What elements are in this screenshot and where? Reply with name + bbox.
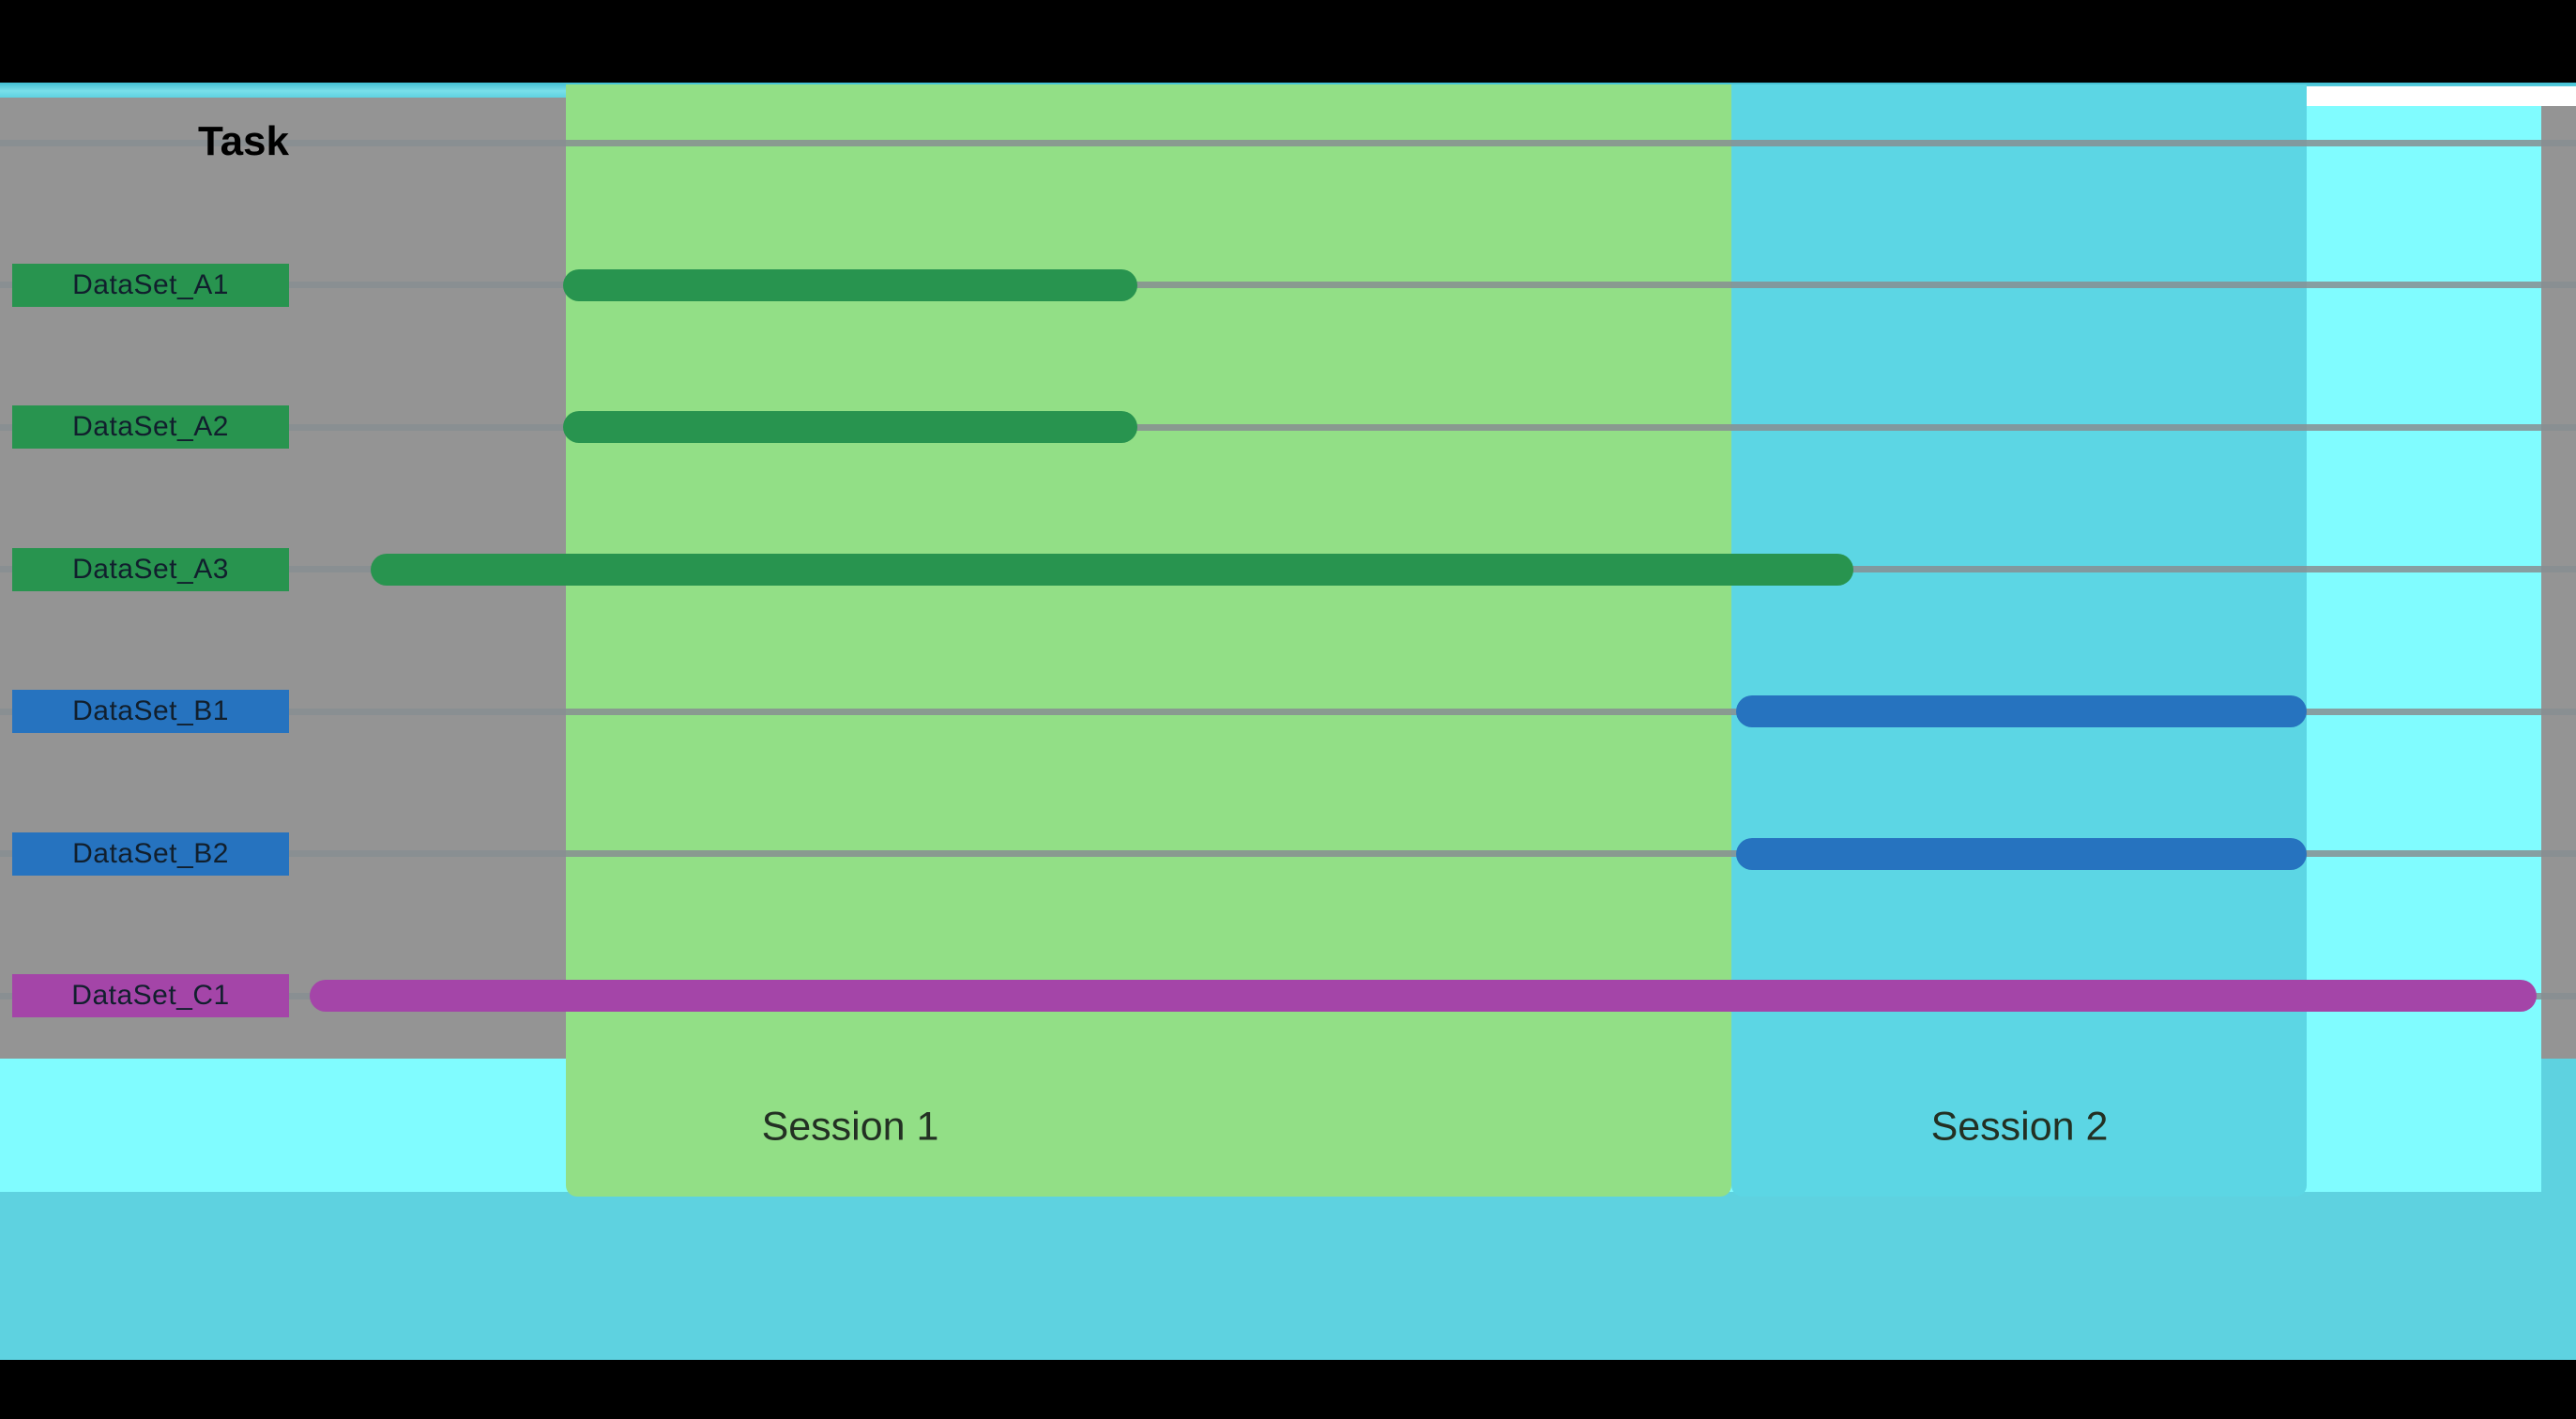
- highlight-band: [2307, 106, 2541, 1185]
- gantt-bar-DataSet_B1[interactable]: [1736, 695, 2307, 727]
- y-tick-label-DataSet_A2: DataSet_A2: [12, 405, 289, 449]
- gridline: [0, 139, 2576, 146]
- y-tick-label-DataSet_C1: DataSet_C1: [12, 974, 289, 1017]
- y-tick-label-DataSet_B2: DataSet_B2: [12, 832, 289, 876]
- y-tick-label-DataSet_A1: DataSet_A1: [12, 263, 289, 307]
- gridline: [0, 423, 2576, 431]
- gantt-bar-DataSet_A2[interactable]: [563, 411, 1137, 443]
- gantt-bar-DataSet_A3[interactable]: [371, 553, 1853, 586]
- session-band-2: [1731, 84, 2307, 1197]
- gridline: [0, 708, 2576, 715]
- letterbox-bottom: [0, 1360, 2576, 1419]
- gridline: [0, 850, 2576, 857]
- gantt-bar-DataSet_C1[interactable]: [310, 980, 2537, 1012]
- y-tick-label-DataSet_B1: DataSet_B1: [12, 690, 289, 733]
- y-tick-label-DataSet_A3: DataSet_A3: [12, 547, 289, 591]
- y-axis-title: Task: [197, 118, 289, 164]
- gantt-bar-DataSet_B2[interactable]: [1736, 837, 2307, 870]
- gridline: [0, 282, 2576, 288]
- session-annotation-1: Session 1: [761, 1104, 939, 1150]
- gantt-bar-DataSet_A1[interactable]: [563, 268, 1137, 301]
- letterbox-top: [0, 0, 2576, 83]
- top-right-highlight: [2301, 86, 2576, 106]
- session-annotation-2: Session 2: [1930, 1104, 2109, 1150]
- session-band-1: [566, 84, 1731, 1197]
